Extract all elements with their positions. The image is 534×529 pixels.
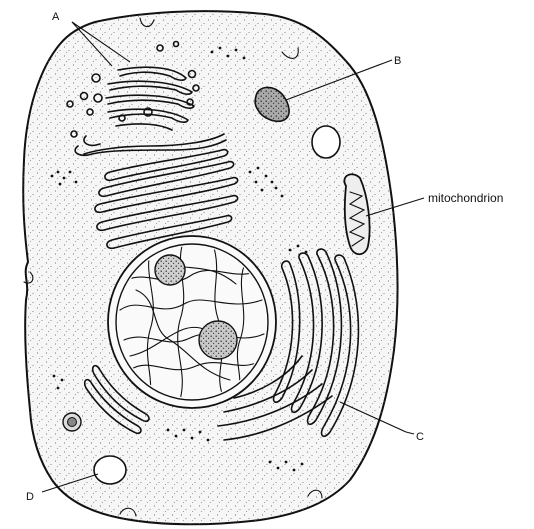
label-d: D <box>26 491 34 503</box>
label-b: B <box>394 55 401 67</box>
nucleolus-small <box>155 255 185 285</box>
label-mitochondrion: mitochondrion <box>428 191 503 205</box>
label-c: C <box>416 431 424 443</box>
vesicle-lower-left <box>63 413 81 431</box>
nucleus <box>108 236 276 408</box>
vacuole-right <box>312 126 340 158</box>
nucleolus-large <box>199 321 237 359</box>
vacuole-d <box>94 456 126 484</box>
label-a: A <box>52 11 60 23</box>
